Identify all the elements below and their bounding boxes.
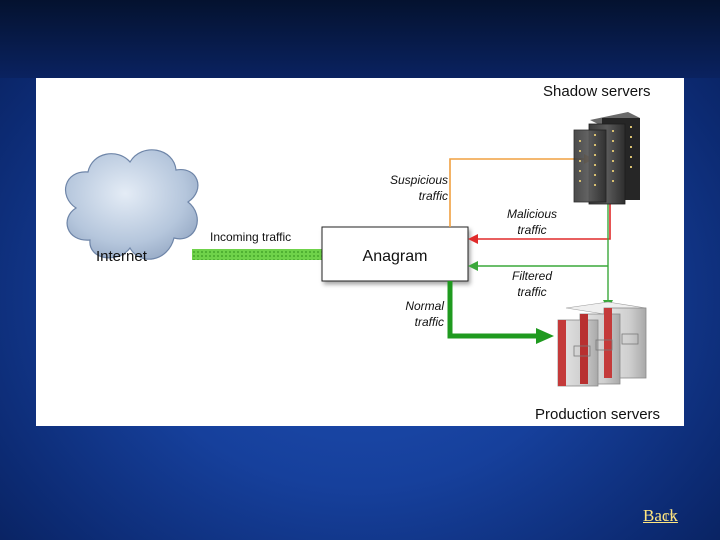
normal-label-2: traffic bbox=[415, 315, 444, 329]
shadow-servers-icon bbox=[573, 112, 640, 205]
page-number: 17 bbox=[663, 510, 675, 524]
production-servers-icon bbox=[557, 301, 647, 387]
normal-label-1: Normal bbox=[405, 299, 444, 313]
incoming-traffic-label: Incoming traffic bbox=[210, 230, 291, 244]
incoming-traffic-pipe bbox=[192, 249, 322, 260]
normal-traffic-arrow bbox=[447, 281, 554, 344]
anagram-diagram: Internet Incoming traffic Anagram Suspic… bbox=[65, 83, 660, 423]
anagram-label: Anagram bbox=[363, 248, 428, 265]
diagram-figure: Internet Incoming traffic Anagram Suspic… bbox=[36, 78, 684, 426]
back-link[interactable]: Back bbox=[643, 506, 678, 525]
malicious-label-2: traffic bbox=[517, 223, 546, 237]
internet-cloud: Internet bbox=[65, 149, 199, 265]
suspicious-label-2: traffic bbox=[419, 189, 448, 203]
slide-title-band bbox=[0, 0, 720, 78]
malicious-traffic-arrow bbox=[468, 204, 611, 244]
internet-label: Internet bbox=[96, 248, 148, 265]
production-servers-label: Production servers bbox=[535, 406, 660, 423]
shadow-servers-label: Shadow servers bbox=[543, 83, 651, 100]
filtered-label-1: Filtered bbox=[512, 269, 552, 283]
filtered-label-2: traffic bbox=[517, 285, 546, 299]
suspicious-label-1: Suspicious bbox=[390, 173, 448, 187]
malicious-label-1: Malicious bbox=[507, 207, 557, 221]
anagram-box: Anagram bbox=[321, 226, 469, 282]
